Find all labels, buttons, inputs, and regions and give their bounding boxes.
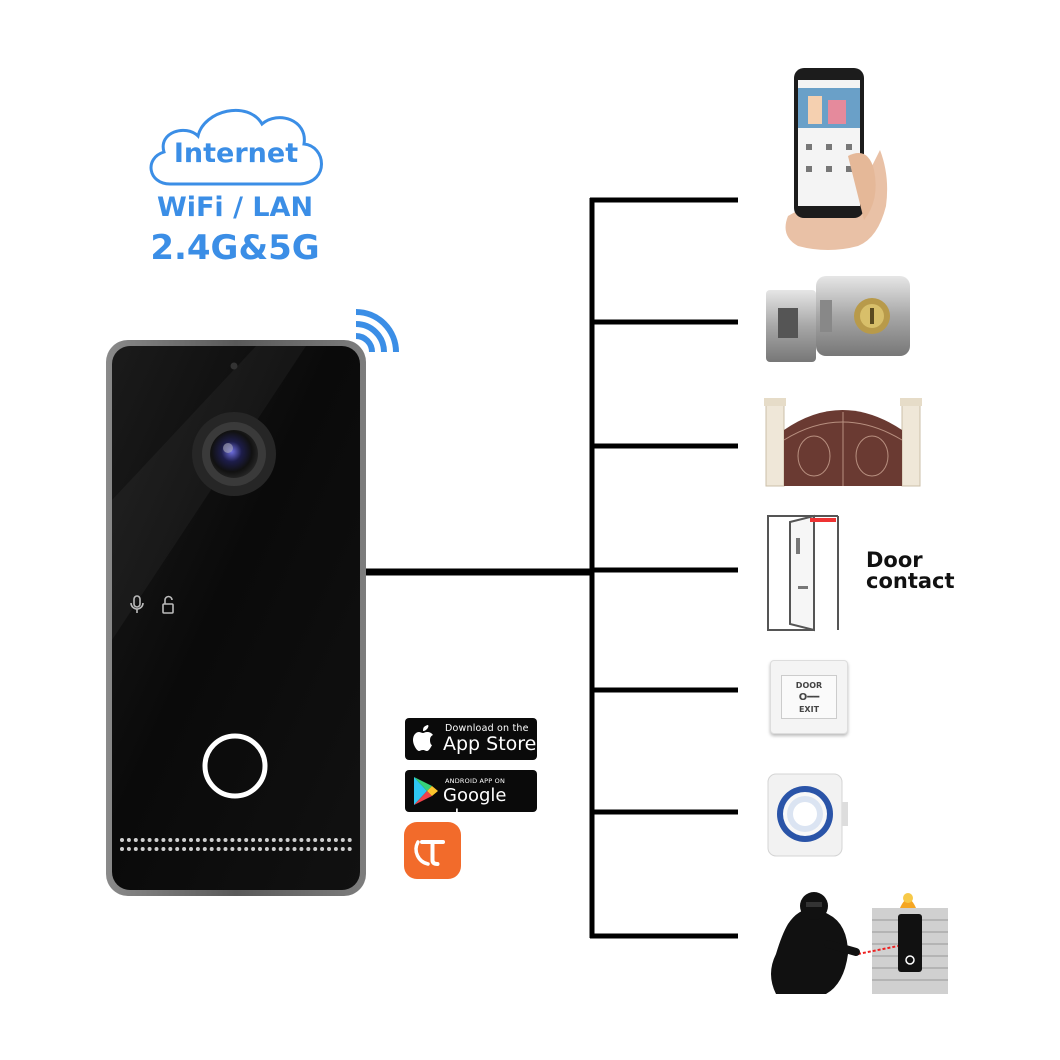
google-play-icon (414, 777, 438, 805)
microphone-icon (130, 595, 144, 613)
smartphone-device (785, 68, 888, 250)
app-store-badge[interactable]: Download on the App Store (405, 718, 537, 760)
google-play-badge[interactable]: ANDROID APP ON Google play (405, 770, 537, 827)
gate-device (764, 398, 922, 487)
door-contact-label-line1: Door (866, 548, 923, 572)
door-contact-device (767, 514, 839, 632)
google-play-small-text: ANDROID APP ON (445, 777, 506, 785)
video-doorbell (106, 340, 366, 896)
key-icon: O━━ (798, 692, 820, 703)
app-store-small-text: Download on the (445, 723, 529, 734)
apple-icon (413, 725, 433, 751)
intruder-alarm-device (771, 892, 948, 994)
connection-type-label: WiFi / LAN (156, 192, 314, 223)
wireless-chime-device (767, 773, 848, 857)
wifi-band-label: 2.4G&5G (150, 228, 320, 268)
wifi-icon (355, 309, 399, 352)
electric-lock-device (766, 276, 910, 362)
exit-button-device: DOOR O━━ EXIT (770, 660, 848, 734)
unlock-icon (162, 595, 174, 614)
exit-button-text-exit: EXIT (798, 705, 820, 714)
app-store-big-text: App Store (443, 733, 537, 755)
exit-button-text-door: DOOR (795, 681, 823, 690)
cloud-icon (149, 108, 323, 186)
cloud-label: Internet (173, 138, 299, 169)
door-contact-label-line2: contact (866, 569, 955, 593)
speaker-grille (120, 838, 352, 851)
door-contact-label: Door contact (866, 550, 955, 592)
google-play-big-text: Google play (443, 785, 507, 827)
tuya-icon[interactable] (404, 822, 461, 879)
